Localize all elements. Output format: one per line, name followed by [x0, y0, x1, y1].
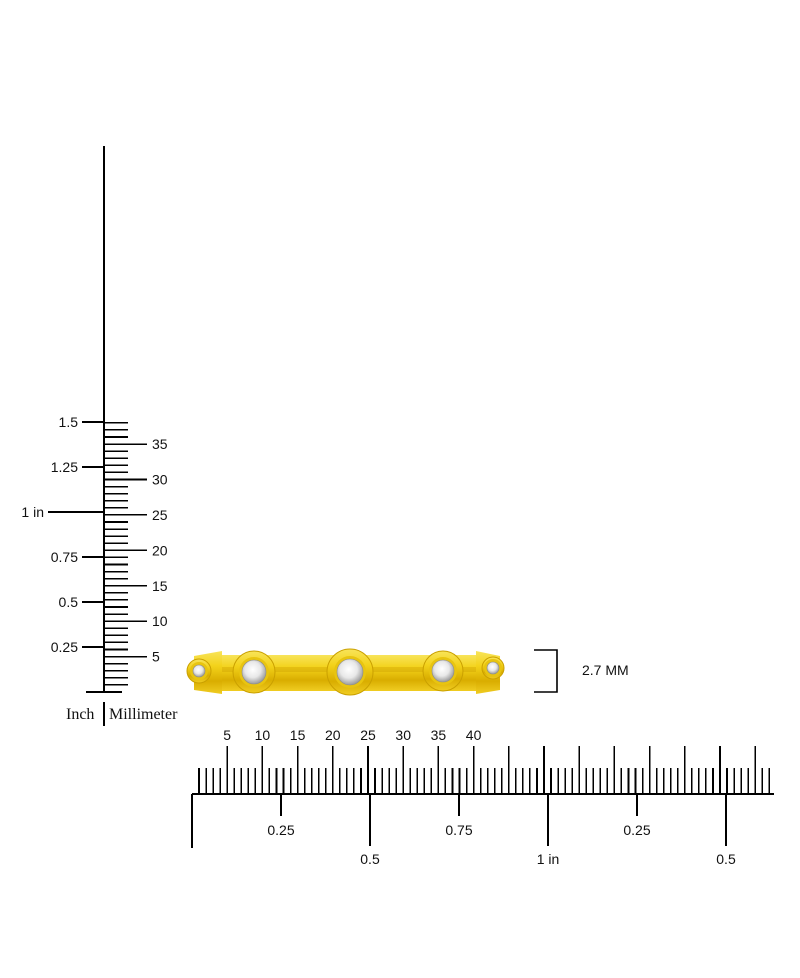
- horizontal-mm-label: 30: [395, 727, 411, 743]
- diamond-stone: [486, 661, 500, 675]
- unit-label-millimeter: Millimeter: [109, 706, 178, 723]
- diamond-stone: [336, 658, 364, 686]
- diamond-stone: [192, 664, 206, 678]
- diamond-stone: [431, 659, 455, 683]
- horizontal-inch-label: 1 in: [537, 851, 560, 867]
- vertical-mm-label: 25: [152, 507, 168, 523]
- vertical-inch-label: 1.25: [51, 459, 78, 475]
- horizontal-inch-label: 0.25: [267, 822, 294, 838]
- vertical-mm-label: 20: [152, 542, 168, 558]
- horizontal-ruler: 5 10 15 20 25 30 35 40 0.25 0.5 0.75 1 in 0.25 0.5: [191, 727, 774, 867]
- gold-bezel-diamond-band-image: [186, 648, 505, 696]
- vertical-mm-label: 30: [152, 472, 168, 488]
- vertical-inch-label: 1 in: [21, 504, 44, 520]
- vertical-inch-label: 0.75: [51, 549, 78, 565]
- vertical-mm-label: 10: [152, 613, 168, 629]
- horizontal-mm-label: 25: [360, 727, 376, 743]
- horizontal-inch-label: 0.25: [623, 822, 650, 838]
- horizontal-mm-label: 5: [223, 727, 231, 743]
- vertical-mm-label: 35: [152, 436, 168, 452]
- vertical-mm-label: 15: [152, 578, 168, 594]
- diamond-stone: [241, 659, 267, 685]
- horizontal-mm-label: 10: [255, 727, 271, 743]
- vertical-inch-label: 0.25: [51, 639, 78, 655]
- horizontal-mm-label: 20: [325, 727, 341, 743]
- height-dimension-bracket: 2.7 MM: [534, 649, 629, 693]
- horizontal-inch-label: 0.75: [445, 822, 472, 838]
- vertical-inch-label: 0.5: [59, 594, 79, 610]
- horizontal-mm-label: 40: [466, 727, 482, 743]
- horizontal-inch-label: 0.5: [716, 851, 736, 867]
- vertical-mm-label: 5: [152, 649, 160, 665]
- dimension-bracket-line: [534, 649, 558, 693]
- horizontal-mm-label: 15: [290, 727, 306, 743]
- vertical-inch-label: 1.5: [59, 414, 79, 430]
- horizontal-inch-label: 0.5: [360, 851, 380, 867]
- unit-label-inch: Inch: [66, 706, 94, 723]
- dimension-label: 2.7 MM: [582, 662, 629, 678]
- vertical-ruler: 5 10 15 20 25 30 35 0.25 0.5 0.75 1 in 1.25 1.5: [21, 146, 168, 693]
- horizontal-mm-label: 35: [431, 727, 447, 743]
